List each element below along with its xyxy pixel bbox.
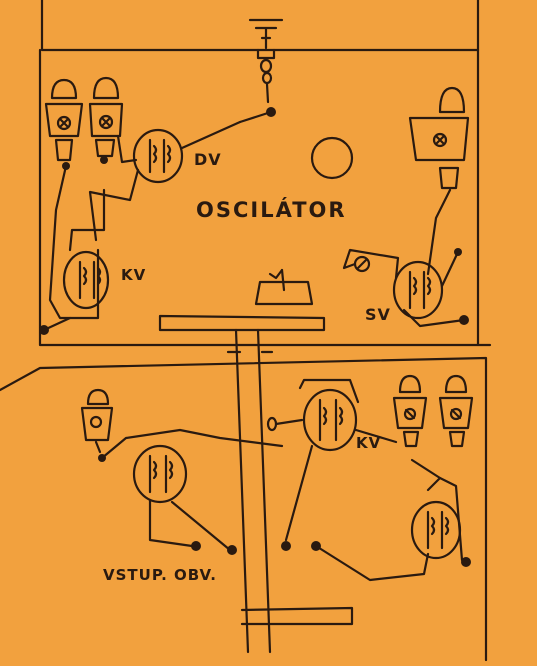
kv-coil-bottom xyxy=(266,378,398,551)
tube-socket-4 xyxy=(80,388,114,462)
oscillator-compartment-outline xyxy=(38,48,492,347)
tube-socket-5 xyxy=(392,374,428,448)
dv-coil xyxy=(48,120,242,320)
divider-shaft xyxy=(158,314,354,654)
sv-coil xyxy=(342,248,469,328)
top-compartment-outline xyxy=(40,0,480,52)
tube-socket-6 xyxy=(438,374,474,448)
kv-top-label: KV xyxy=(121,266,147,284)
tube-socket-2 xyxy=(88,76,124,164)
kv-bottom-label: KV xyxy=(356,434,382,452)
input-coil-right xyxy=(311,458,471,582)
dv-label: DV xyxy=(194,150,222,169)
empty-circle-socket xyxy=(310,136,354,180)
oscillator-label: OSCILÁTOR xyxy=(196,198,347,222)
sv-label: SV xyxy=(365,305,391,324)
top-connector-stack xyxy=(238,18,284,124)
tube-socket-3 xyxy=(408,86,470,276)
capacitor xyxy=(254,268,314,306)
input-coil-left xyxy=(100,428,284,555)
input-circuit-label: VSTUP. OBV. xyxy=(103,566,217,584)
kv-coil-top xyxy=(39,188,110,335)
input-compartment-outline xyxy=(0,356,488,662)
tube-socket-1 xyxy=(44,78,84,170)
